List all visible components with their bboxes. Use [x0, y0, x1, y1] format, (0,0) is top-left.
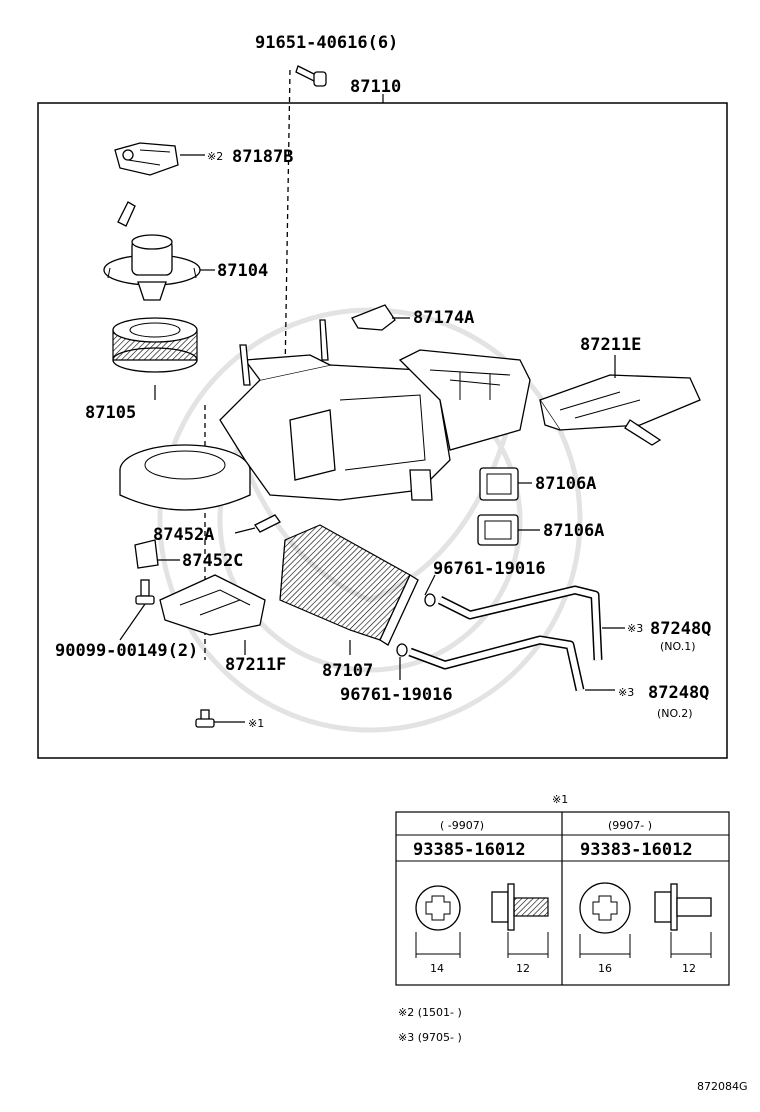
hose-1-label: 87248Q — [650, 619, 711, 639]
fan-label: 87105 — [85, 403, 136, 423]
col2-dim-a: 16 — [598, 962, 612, 975]
screw-side-2-icon — [654, 883, 712, 931]
filter-2-part — [477, 514, 519, 546]
oring-top-label: 96761-19016 — [433, 559, 546, 579]
hose-2-label: 87248Q — [648, 683, 709, 703]
hose-1-mark: ※3 — [627, 622, 643, 635]
screw-head-1-icon — [415, 885, 461, 931]
oring-bottom-part — [396, 643, 408, 657]
hose-2-note: (NO.2) — [657, 707, 693, 720]
hose-1-part — [437, 585, 603, 661]
col2-range: (9907- ) — [608, 819, 652, 832]
duct-right-part — [538, 374, 701, 446]
clamp-c-part — [134, 539, 159, 569]
filter-2-label: 87106A — [543, 521, 604, 541]
bolt-bottom-label: 90099-00149(2) — [55, 641, 198, 661]
oring-top-part — [424, 593, 436, 607]
bracket-label: 87174A — [413, 308, 474, 328]
clamp-a-leader — [234, 527, 256, 534]
col1-part: 93385-16012 — [413, 840, 526, 860]
clamp-c-label: 87452C — [182, 551, 243, 571]
top-bolt-part — [295, 65, 327, 87]
fan-part — [112, 317, 198, 373]
col2-dim-b: 12 — [682, 962, 696, 975]
screw-mark: ※1 — [248, 717, 264, 730]
col2-part: 93383-16012 — [580, 840, 693, 860]
heater-core-label: 87107 — [322, 661, 373, 681]
servo-part — [114, 142, 179, 176]
bolt-bottom-leader — [119, 603, 146, 641]
duct-right-label: 87211E — [580, 335, 641, 355]
clip-part — [117, 201, 136, 227]
blower-motor-part — [103, 234, 201, 301]
screw-side-1-icon — [491, 883, 549, 931]
screw-spec-table: ※1 ( -9907) (9907- ) 93385-16012 93383-1… — [395, 793, 730, 986]
heater-housing-part — [119, 319, 531, 511]
servo-label: 87187B — [232, 147, 293, 167]
hose-2-part — [408, 635, 585, 691]
clamp-a-label: 87452A — [153, 525, 214, 545]
filter-1-label: 87106A — [535, 474, 596, 494]
screw-part — [195, 709, 215, 728]
filter-1-part — [479, 467, 519, 501]
clamp-a-part — [254, 514, 281, 533]
col1-range: ( -9907) — [440, 819, 484, 832]
table-title: ※1 — [552, 793, 568, 806]
note-2: ※3 (9705- ) — [398, 1031, 462, 1044]
note-1: ※2 (1501- ) — [398, 1006, 462, 1019]
col1-dim-b: 12 — [516, 962, 530, 975]
oring-bottom-label: 96761-19016 — [340, 685, 453, 705]
bracket-part — [351, 304, 396, 331]
bolt-dash-line — [284, 69, 291, 376]
blower-motor-label: 87104 — [217, 261, 268, 281]
top-bolt-label: 91651-40616(6) — [255, 33, 398, 53]
hose-1-note: (NO.1) — [660, 640, 696, 653]
oring-top-leader — [424, 574, 436, 596]
servo-mark: ※2 — [207, 150, 223, 163]
duct-left-label: 87211F — [225, 655, 286, 675]
assembly-label: 87110 — [350, 77, 401, 97]
figure-code: 872084G — [697, 1080, 748, 1093]
duct-left-part — [159, 574, 266, 636]
bolt-bottom-part — [135, 579, 155, 605]
hose-2-mark: ※3 — [618, 686, 634, 699]
screw-head-2-icon — [579, 882, 631, 934]
heater-core-part — [279, 524, 419, 646]
col1-dim-a: 14 — [430, 962, 444, 975]
